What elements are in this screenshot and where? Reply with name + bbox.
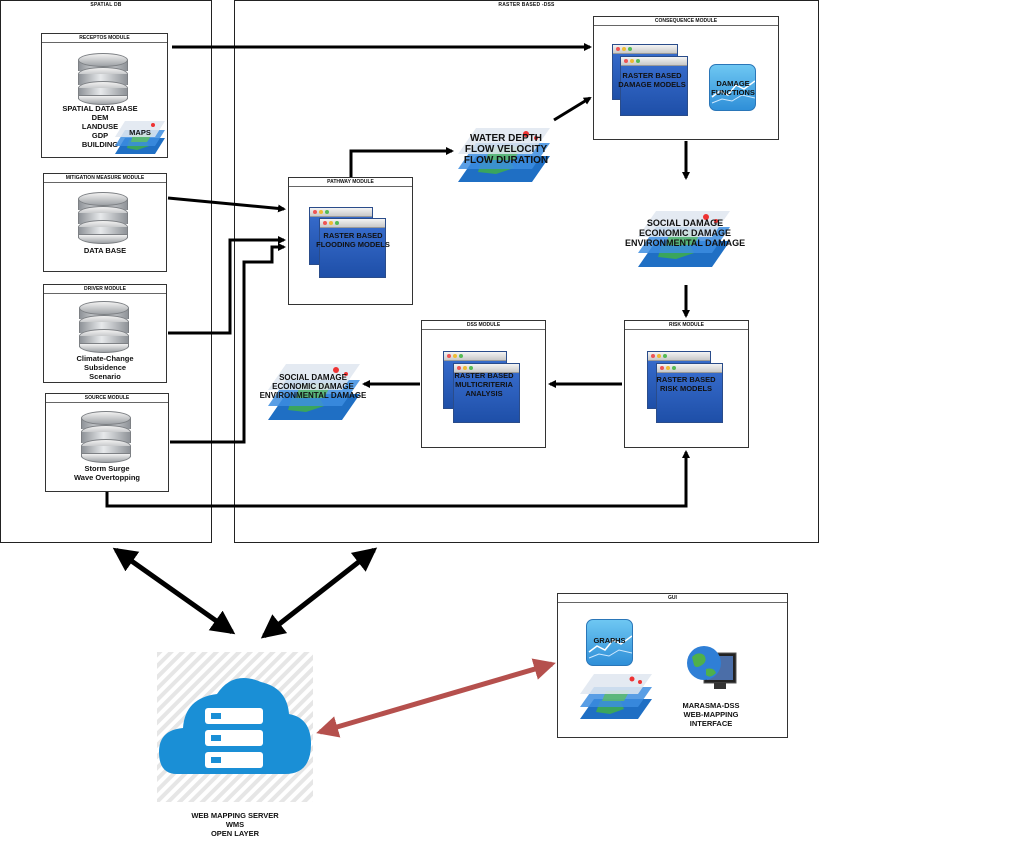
raster-dss-title: RASTER BASED -DSS bbox=[498, 2, 555, 8]
layered-map-icon bbox=[580, 674, 652, 719]
layered-map-icon bbox=[268, 364, 360, 420]
layered-map-icon bbox=[458, 128, 550, 182]
database-icon bbox=[78, 192, 128, 244]
window-stack-icon bbox=[319, 218, 386, 278]
driver-line-3: Scenario bbox=[89, 372, 121, 381]
damage-left-line-2: ECONOMIC DAMAGE bbox=[272, 382, 354, 391]
spatial-db-title: SPATIAL DB bbox=[90, 2, 122, 8]
water-line-1: WATER DEPTH bbox=[469, 133, 543, 144]
mitigation-module-title: MITIGATION MEASURE MODULE bbox=[65, 175, 145, 181]
window-stack-icon bbox=[656, 363, 723, 423]
globe-monitor-icon bbox=[687, 646, 737, 689]
receptors-line-1: SPATIAL DATA BASE bbox=[62, 104, 138, 113]
receptors-line-3: LANDUSE bbox=[81, 122, 119, 131]
consequence-line-2: DAMAGE MODELS bbox=[618, 80, 686, 89]
server-line-2: WMS bbox=[225, 820, 245, 829]
graph-icon bbox=[586, 619, 633, 666]
graphs-label: GRAPHS bbox=[593, 636, 626, 645]
damage-left-line-1: SOCIAL DAMAGE bbox=[279, 373, 347, 382]
damage-functions-line-1: DAMAGE bbox=[716, 79, 750, 88]
risk-line-1: RASTER BASED bbox=[656, 375, 716, 384]
damage-left-line-3: ENVIRONMENTAL DAMAGE bbox=[259, 391, 367, 400]
pathway-module-title: PATHWAY MODULE bbox=[327, 179, 374, 185]
source-line-1: Storm Surge bbox=[84, 464, 130, 473]
database-icon bbox=[78, 53, 128, 105]
damage-center-line-2: ECONOMIC DAMAGE bbox=[639, 228, 731, 238]
risk-module-title: RISK MODULE bbox=[669, 322, 704, 328]
interface-line-2: WEB-MAPPING bbox=[683, 710, 739, 719]
dss-module-title: DSS MODULE bbox=[466, 322, 501, 328]
receptors-line-2: DEM bbox=[91, 113, 109, 122]
arrow-dss-server bbox=[260, 547, 378, 639]
arrow-spatialdb-server bbox=[112, 547, 236, 635]
receptors-module-title: RECEPTOS MODULE bbox=[79, 35, 130, 41]
dss-line-3: ANALYSIS bbox=[465, 389, 503, 398]
receptors-line-5: BUILDING bbox=[81, 140, 119, 149]
gui-title: GUI bbox=[668, 595, 677, 601]
consequence-module-title: CONSEQUENCE MODULE bbox=[654, 18, 718, 24]
damage-functions-line-2: FUNCTIONS bbox=[711, 88, 755, 97]
window-stack-icon bbox=[453, 363, 520, 423]
database-icon bbox=[79, 301, 129, 353]
damage-center-line-3: ENVIRONMENTAL DAMAGE bbox=[625, 238, 746, 248]
layered-map-icon bbox=[638, 211, 730, 267]
database-icon bbox=[81, 411, 131, 463]
arrow-server-gui bbox=[316, 658, 556, 738]
cloud-server-icon bbox=[157, 652, 313, 802]
interface-line-1: MARASMA-DSS bbox=[682, 701, 740, 710]
server-line-3: OPEN LAYER bbox=[210, 829, 260, 838]
graph-icon bbox=[709, 64, 756, 111]
interface-line-3: INTERFACE bbox=[689, 719, 733, 728]
layered-map-icon bbox=[115, 121, 165, 154]
server-line-1: WEB MAPPING SERVER bbox=[191, 811, 279, 820]
maps-label: MAPS bbox=[129, 128, 151, 137]
dss-line-1: RASTER BASED bbox=[454, 371, 514, 380]
dss-line-2: MULTICRITERIA bbox=[455, 380, 513, 389]
driver-line-1: Climate-Change bbox=[76, 354, 134, 363]
water-line-2: FLOW VELOCITY bbox=[464, 144, 548, 155]
receptors-line-4: GDP bbox=[91, 131, 109, 140]
water-line-3: FLOW DURATION bbox=[463, 155, 549, 166]
source-module-title: SOURCE MODULE bbox=[84, 395, 130, 401]
source-line-2: Wave Overtopping bbox=[74, 473, 140, 482]
window-stack-icon bbox=[620, 56, 688, 116]
damage-center-line-1: SOCIAL DAMAGE bbox=[646, 218, 724, 228]
pathway-line-1: RASTER BASED bbox=[323, 231, 383, 240]
pathway-line-2: FLOODING MODELS bbox=[316, 240, 390, 249]
driver-module-title: DRIVER MODULE bbox=[84, 286, 126, 292]
consequence-line-1: RASTER BASED bbox=[622, 71, 682, 80]
driver-line-2: Subsidence bbox=[83, 363, 127, 372]
risk-line-2: RISK MODELS bbox=[659, 384, 713, 393]
mitigation-label: DATA BASE bbox=[83, 246, 127, 255]
